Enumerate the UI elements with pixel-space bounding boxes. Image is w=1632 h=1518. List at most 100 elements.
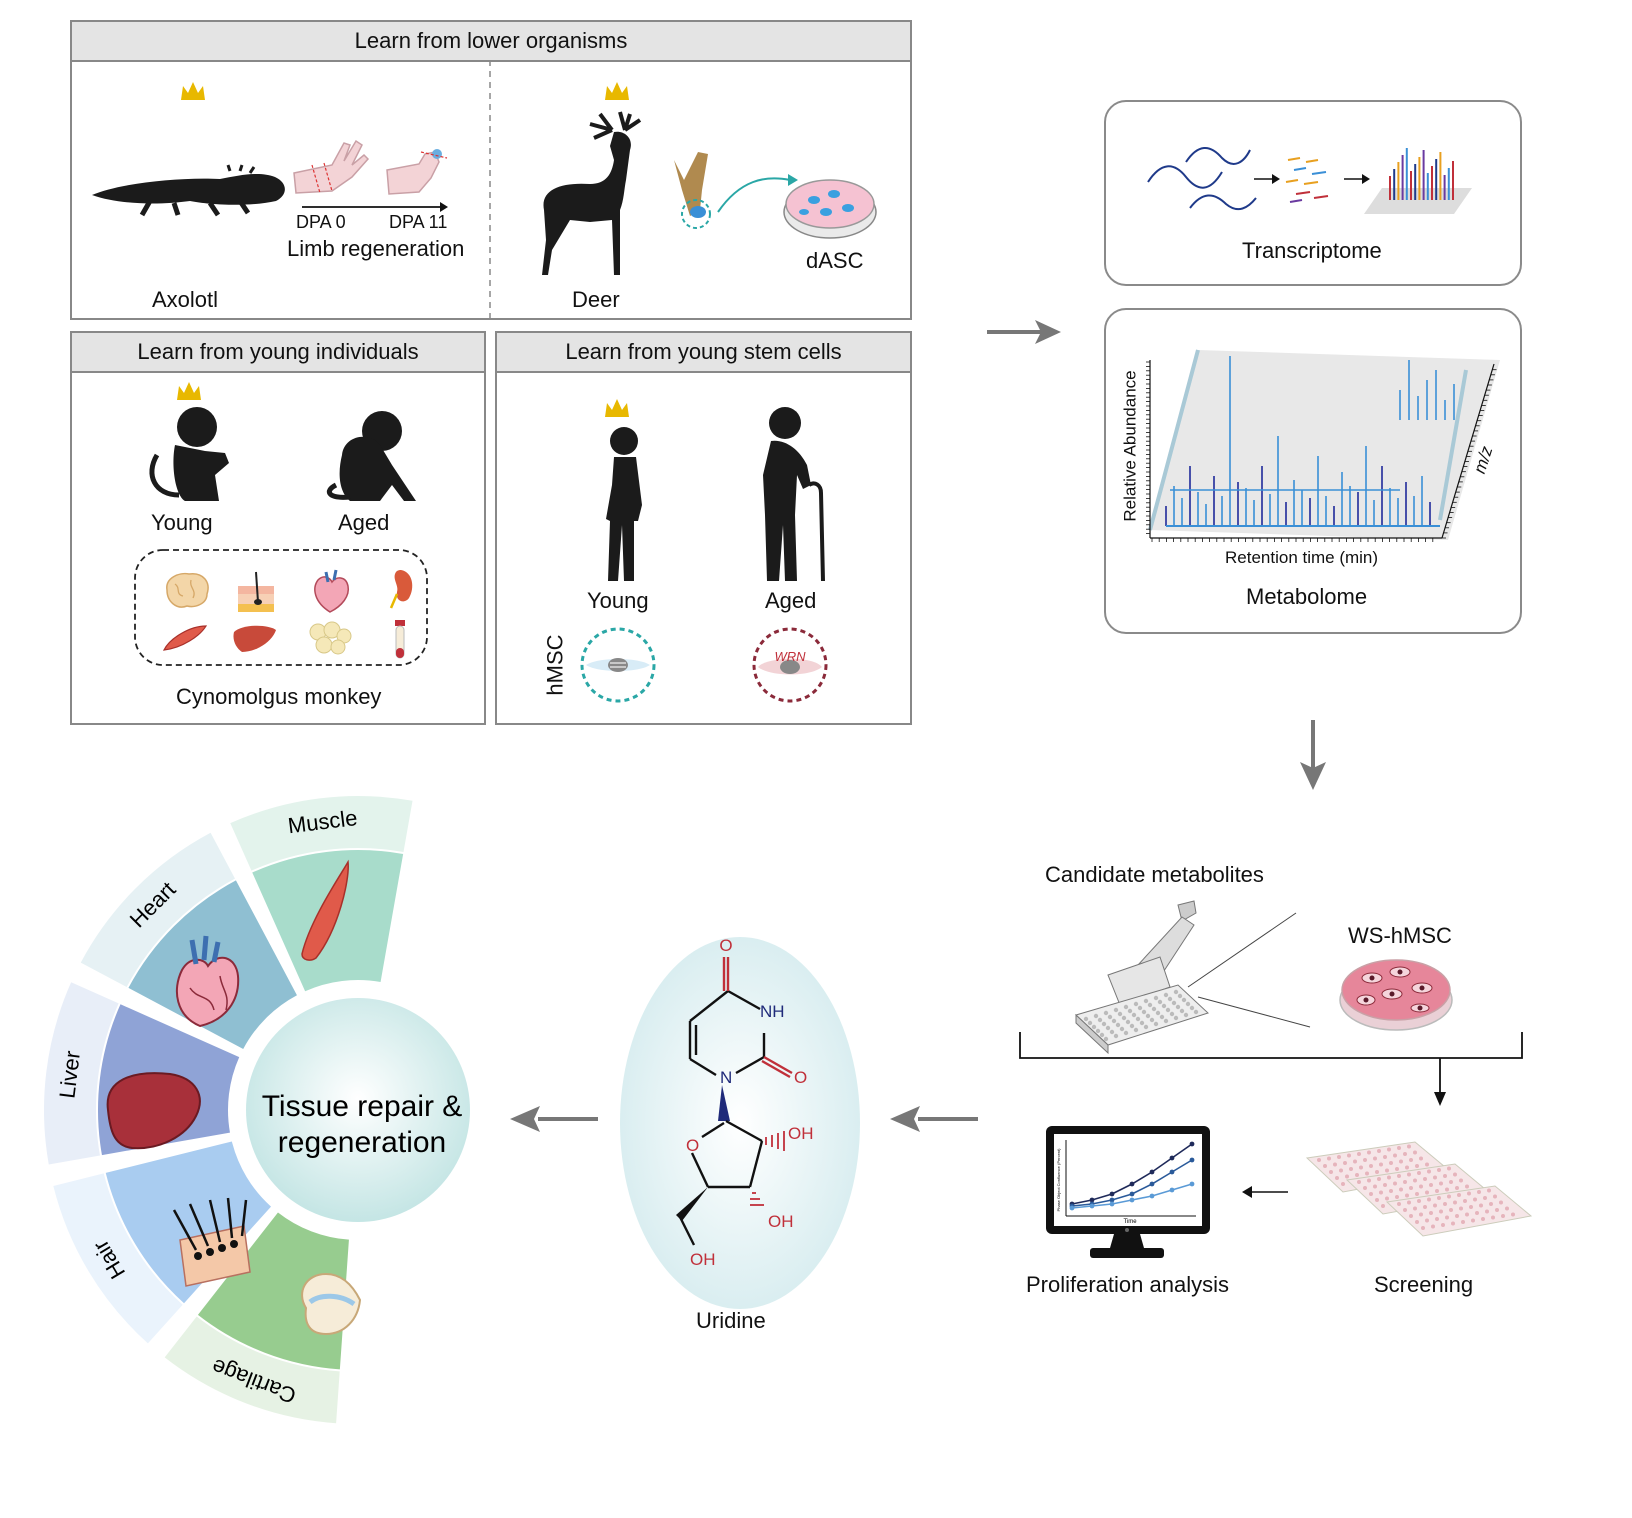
liver-segment-icon (106, 1072, 201, 1150)
aged-monkey-icon (326, 411, 416, 501)
dpa11-label: DPA 11 (389, 212, 448, 232)
arrow-to-uridine (890, 1106, 978, 1132)
ws-hmsc-dish-icon (1339, 959, 1453, 1031)
small-left-arrow (1242, 1186, 1288, 1198)
dpa-timeline-arrow (302, 202, 448, 212)
cartilage-segment-icon (301, 1272, 362, 1336)
small-arrow (1344, 174, 1370, 184)
crown-icon (605, 82, 629, 100)
brain-icon (166, 572, 209, 608)
segment-band-liver (44, 982, 119, 1165)
screening-bracket (1019, 1032, 1523, 1106)
child-silhouette-icon (606, 427, 642, 581)
proliferation-label: Proliferation analysis (1026, 1272, 1229, 1297)
crown-icon (177, 382, 201, 400)
metabolome-x-axis-label: Retention time (min) (1225, 548, 1379, 567)
deer-label: Deer (572, 287, 620, 312)
wrn-label: WRN (774, 649, 806, 664)
atom-nh: NH (760, 1002, 785, 1021)
hair-segment-icon (172, 1197, 251, 1287)
crown-icon (181, 82, 205, 100)
axolotl-icon (92, 164, 285, 217)
petri-dish-icon (783, 179, 877, 239)
mini-curve (1071, 1183, 1193, 1209)
aged-monkey-label: Aged (338, 510, 390, 535)
lower-organisms-panel: Learn from lower organisms (70, 20, 912, 320)
limb-dpa11-icon (386, 149, 448, 195)
dasc-label: dASC (806, 248, 864, 273)
muscle-segment-icon (301, 859, 349, 961)
mini-x-label: Time (1123, 1219, 1137, 1225)
deer-icon (542, 111, 642, 275)
limb-regeneration-label: Limb regeneration (287, 236, 465, 261)
young-individuals-title: Learn from young individuals (72, 333, 484, 373)
atom-o-right: O (794, 1068, 807, 1087)
skin-icon (238, 571, 274, 612)
mini-curve (1071, 1143, 1193, 1205)
transcriptome-label: Transcriptome (1242, 238, 1382, 263)
ws-hmsc-label: WS-hMSC (1348, 923, 1452, 948)
screening-plates-icon (1305, 1141, 1533, 1237)
monitor-icon: Time Phase Object Confluence (Percent) (1046, 1126, 1210, 1258)
young-stem-cells-panel: Learn from young stem cells (495, 331, 912, 725)
kidney-icon (389, 570, 413, 609)
heart-organ-icon (314, 569, 350, 613)
young-monkey-label: Young (151, 510, 213, 535)
mini-y-label: Phase Object Confluence (Percent) (1056, 1148, 1061, 1212)
atom-oh2: OH (768, 1212, 794, 1231)
rna-waves-icon (1147, 147, 1257, 211)
screening-label: Screening (1374, 1272, 1474, 1297)
fragments-icon (1285, 157, 1329, 203)
segment-band-heart (80, 832, 235, 987)
dpa0-label: DPA 0 (296, 212, 346, 232)
segment-band-muscle (230, 796, 413, 871)
sequencing-reads-icon (1364, 148, 1472, 214)
small-arrow (1254, 174, 1280, 184)
metabolome-label: Metabolome (1246, 584, 1368, 609)
cynomolgus-label: Cynomolgus monkey (176, 684, 382, 709)
young-stem-cells-title: Learn from young stem cells (497, 333, 910, 373)
crown-icon (605, 399, 629, 417)
metabolome-plot (1146, 349, 1500, 542)
candidate-metabolites-label: Candidate metabolites (1045, 862, 1264, 887)
atom-n: N (720, 1068, 732, 1087)
arrow-to-omics (987, 320, 1061, 344)
tissue-wheel: Tissue repair & regeneration MuscleHeart… (44, 796, 470, 1424)
heart-segment-icon (175, 935, 240, 1028)
fat-cells-icon (309, 621, 352, 655)
lower-organisms-title: Learn from lower organisms (72, 22, 910, 62)
axolotl-label: Axolotl (152, 287, 219, 312)
metabolome-y-axis-label: Relative Abundance (1120, 370, 1140, 522)
segment-band-hair (53, 1173, 183, 1344)
segment-label-liver: Liver (54, 1049, 85, 1099)
atom-oh1: OH (788, 1124, 814, 1143)
antler-to-dish-arrow (717, 174, 798, 213)
liver-organ-icon (233, 625, 276, 652)
hub-line1: Tissue repair & (262, 1090, 463, 1123)
segment-band-cartilage (164, 1316, 340, 1424)
uridine-label: Uridine (696, 1308, 766, 1333)
wheel-hub (246, 998, 470, 1222)
atom-o-top: O (719, 936, 732, 955)
pipette-plate-icon (1075, 900, 1311, 1055)
arrow-to-wheel (510, 1106, 598, 1132)
segment-hair (105, 1141, 272, 1304)
aged-hmsc-cell-icon: WRN (752, 627, 828, 703)
hub-line2: regeneration (278, 1126, 446, 1159)
hmsc-label: hMSC (542, 634, 568, 696)
atom-oh3: OH (690, 1250, 716, 1269)
young-human-label: Young (587, 588, 649, 613)
elderly-silhouette-icon (763, 407, 825, 582)
blood-tube-icon (395, 620, 405, 659)
aged-human-label: Aged (765, 588, 817, 613)
young-hmsc-cell-icon (580, 627, 656, 703)
limb-dpa0-icon (293, 139, 370, 194)
antler-icon (674, 152, 711, 229)
atom-o-ring: O (686, 1136, 699, 1155)
young-monkey-icon (149, 407, 229, 501)
uridine-structure: O NH O N O OH OH OH (620, 936, 860, 1309)
arrow-to-screening (1300, 720, 1326, 790)
muscle-organ-icon (162, 625, 208, 651)
